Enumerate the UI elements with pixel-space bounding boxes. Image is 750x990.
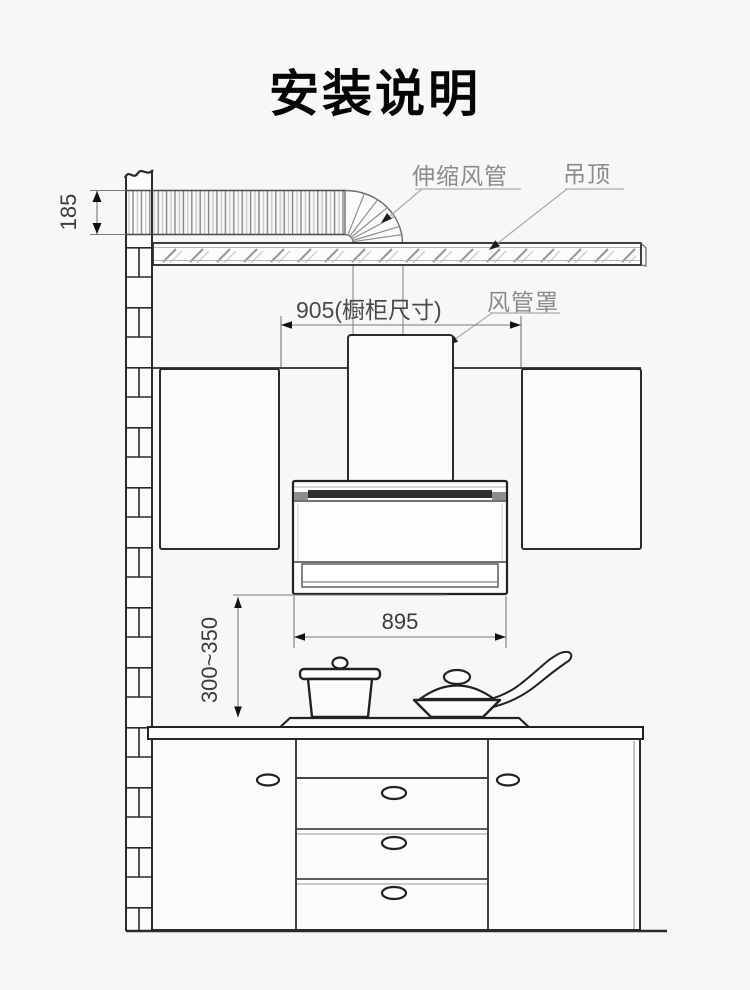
upper-cabinet-right bbox=[521, 368, 642, 550]
drawer-handle bbox=[380, 885, 408, 901]
arrow-right-icon bbox=[510, 321, 521, 329]
label-telescopic-duct: 伸缩风管 bbox=[412, 163, 508, 189]
pot-lid-knob bbox=[331, 656, 349, 670]
arrow-left-icon bbox=[281, 321, 292, 329]
dim-cabinet-width bbox=[280, 316, 522, 367]
duct-cover-chimney bbox=[347, 334, 454, 483]
arrow-down-icon bbox=[234, 706, 242, 718]
label-suspended-ceiling: 吊顶 bbox=[563, 161, 611, 187]
door-handle bbox=[495, 773, 521, 787]
leader-arrow-icon bbox=[489, 240, 500, 250]
wall-brick-pattern bbox=[126, 247, 152, 930]
hood-glass-panel bbox=[308, 490, 492, 498]
arrow-up-icon bbox=[92, 191, 102, 202]
upper-cabinet-left bbox=[159, 368, 280, 550]
dim-text-duct-diameter: 185 bbox=[56, 193, 81, 231]
pan-lid bbox=[418, 684, 496, 701]
label-duct-cover: 风管罩 bbox=[487, 289, 559, 315]
leader-arrow-icon bbox=[381, 213, 392, 223]
pan-handle bbox=[489, 650, 573, 708]
arrow-up-icon bbox=[234, 597, 242, 608]
hood-glass-endcap bbox=[294, 492, 308, 500]
dim-hood-width bbox=[293, 596, 507, 648]
wall-break-symbol bbox=[123, 169, 154, 179]
dim-text-hood-width: 895 bbox=[381, 609, 419, 634]
page-title: 安装说明 bbox=[269, 66, 481, 122]
hood-bottom-vent bbox=[301, 563, 499, 588]
pan-lid-knob bbox=[442, 668, 472, 686]
countertop bbox=[147, 726, 644, 740]
dim-hood-to-cooktop bbox=[233, 594, 447, 717]
arrow-left-icon bbox=[294, 633, 305, 641]
base-cabinet bbox=[151, 738, 641, 931]
suspended-ceiling-icon bbox=[152, 242, 647, 267]
stock-pot-icon bbox=[298, 656, 382, 719]
range-hood-icon bbox=[291, 479, 509, 596]
drawer-handle bbox=[380, 835, 408, 851]
frying-pan-icon bbox=[412, 650, 573, 719]
pot-body bbox=[306, 677, 374, 719]
drawer-handle bbox=[380, 785, 408, 801]
pan-body bbox=[412, 698, 502, 719]
door-handle bbox=[255, 773, 281, 787]
dim-text-hood-to-cooktop: 300~350 bbox=[197, 616, 222, 704]
hood-glass-endcap bbox=[492, 492, 506, 500]
pot-lid bbox=[298, 667, 382, 681]
arrow-right-icon bbox=[495, 633, 506, 641]
wall-section bbox=[123, 169, 154, 931]
telescopic-duct-icon bbox=[126, 189, 404, 334]
dim-text-cabinet-width: 905(橱柜尺寸) bbox=[296, 297, 442, 323]
leader-lines bbox=[382, 188, 624, 344]
arrow-down-icon bbox=[92, 223, 102, 234]
